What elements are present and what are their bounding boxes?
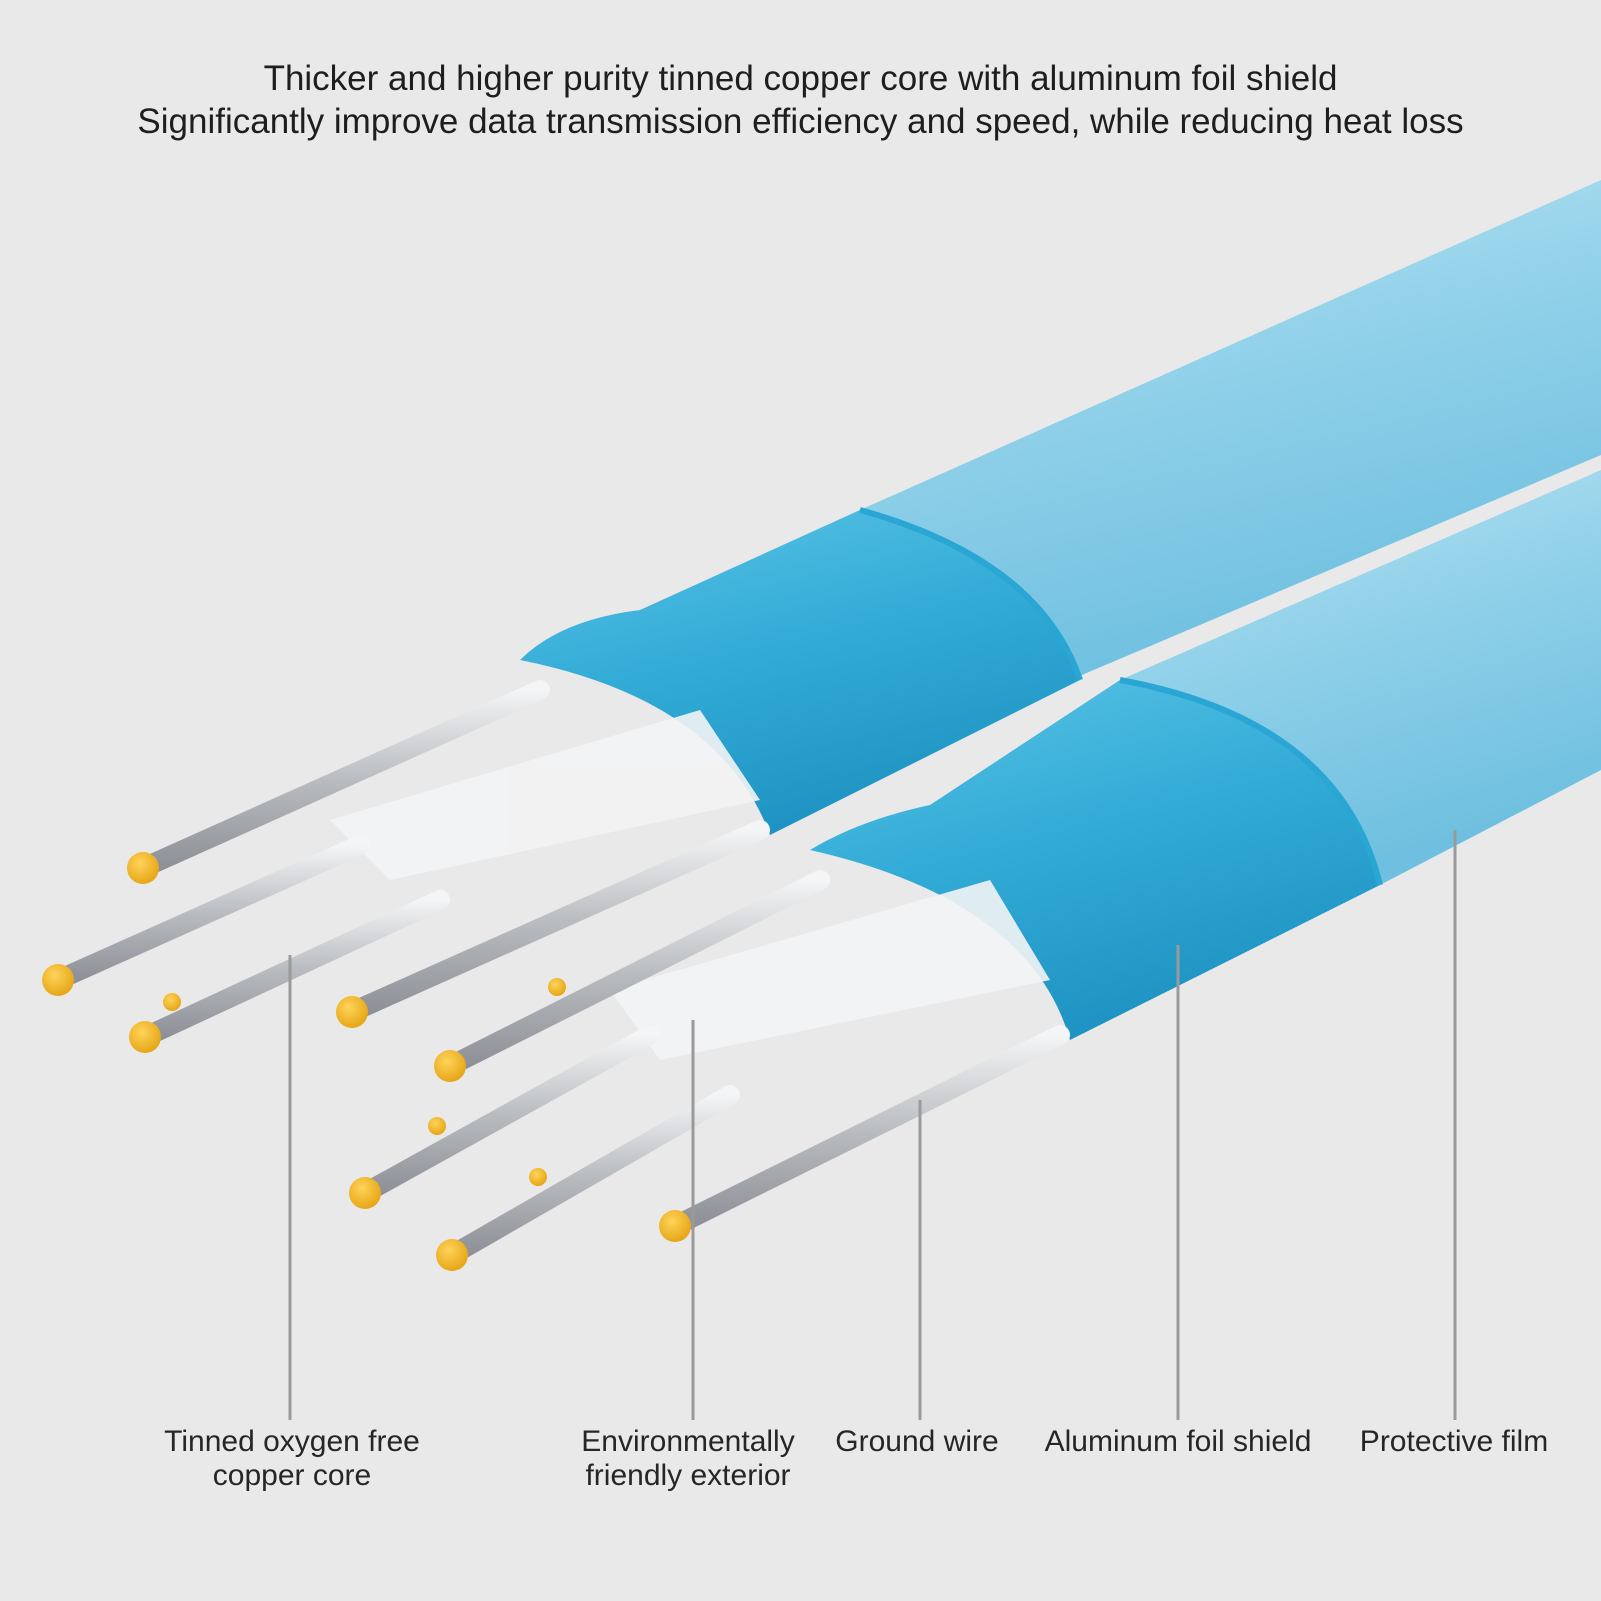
- upper-cable-foil: [520, 510, 1080, 835]
- label-copper-core: Tinned oxygen free copper core: [164, 1425, 420, 1493]
- label-line: friendly exterior: [585, 1459, 791, 1492]
- label-line: Ground wire: [835, 1425, 999, 1458]
- label-line: copper core: [212, 1459, 372, 1492]
- label-protective-film: Protective film: [1360, 1425, 1548, 1459]
- upper-cable-film: [860, 180, 1601, 680]
- label-line: Tinned oxygen free: [164, 1425, 420, 1458]
- headline-line-2: Significantly improve data transmission …: [137, 102, 1464, 141]
- upper-cable-wires: [48, 680, 770, 1047]
- lower-cable-film: [1120, 470, 1601, 885]
- label-ground-wire: Ground wire: [835, 1425, 998, 1459]
- lower-cable-wires: [355, 870, 1070, 1265]
- label-exterior: Environmentally friendly exterior: [581, 1425, 794, 1493]
- label-line: Aluminum foil shield: [1044, 1425, 1312, 1458]
- label-line: Protective film: [1359, 1425, 1549, 1458]
- headline-line-1: Thicker and higher purity tinned copper …: [263, 59, 1338, 98]
- lower-wire-tips: [349, 978, 691, 1271]
- leader-lines: [288, 830, 1457, 1420]
- lower-cable-foil: [810, 680, 1380, 1040]
- label-foil-shield: Aluminum foil shield: [1045, 1425, 1312, 1459]
- inner-sheaths: [330, 710, 1050, 1060]
- upper-wire-tips: [42, 852, 368, 1053]
- label-line: Environmentally: [581, 1425, 795, 1458]
